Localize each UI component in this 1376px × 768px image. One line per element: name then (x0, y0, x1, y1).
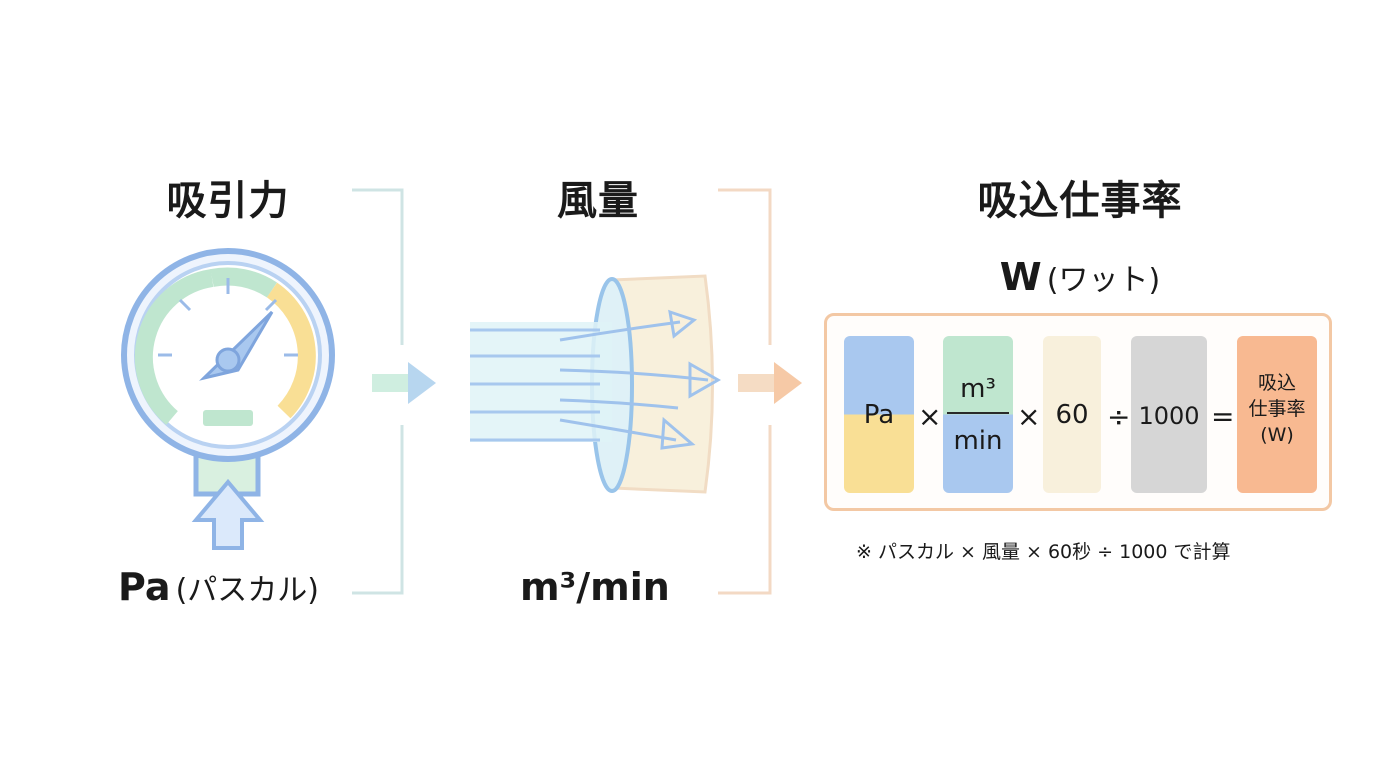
result-line3: (W) (1260, 424, 1294, 446)
m3-min-cell (943, 336, 1013, 493)
thousand-label: 1000 (1138, 402, 1200, 430)
pressure-gauge-icon (121, 248, 335, 550)
result-line1: 吸込 (1257, 372, 1296, 394)
fraction-line (947, 412, 1009, 414)
pa-cell (844, 336, 914, 493)
suction-unit: Pa (パスカル) (118, 565, 348, 609)
result-line2: 仕事率 (1248, 398, 1306, 420)
sixty-label: 60 (1055, 400, 1089, 430)
thousand-cell (1131, 336, 1207, 493)
power-unit-main: W (999, 255, 1042, 299)
airflow-bracket (718, 188, 772, 595)
suction-bracket (352, 188, 404, 595)
power-unit: W (ワット) (960, 255, 1200, 299)
formula-note: ※ パスカル × 風量 × 60秒 ÷ 1000 で計算 (856, 541, 1231, 563)
power-title: 吸込仕事率 (977, 178, 1183, 224)
airflow-title: 風量 (557, 178, 639, 224)
divide-op: ÷ (1107, 400, 1131, 433)
equals-op: = (1211, 400, 1235, 433)
result-cell (1237, 336, 1317, 493)
m3-label: m³ (960, 374, 996, 404)
arrow-to-power-icon (738, 362, 802, 404)
formula-box: Pa × m³ min × 60 ÷ 1000 = 吸込 仕事率 (W) (824, 313, 1332, 511)
airflow-unit: m³/min (520, 565, 670, 609)
sixty-cell (1043, 336, 1101, 493)
airflow-cylinder-icon (470, 274, 722, 494)
min-label: min (953, 426, 1003, 456)
times-op-1: × (918, 400, 942, 433)
power-unit-paren: (ワット) (1046, 263, 1161, 298)
suction-unit-main: Pa (118, 565, 171, 609)
times-op-2: × (1017, 400, 1041, 433)
suction-unit-paren: (パスカル) (175, 573, 319, 608)
pa-label: Pa (863, 400, 895, 430)
arrow-to-airflow-icon (372, 362, 436, 404)
suction-title: 吸引力 (166, 178, 290, 224)
